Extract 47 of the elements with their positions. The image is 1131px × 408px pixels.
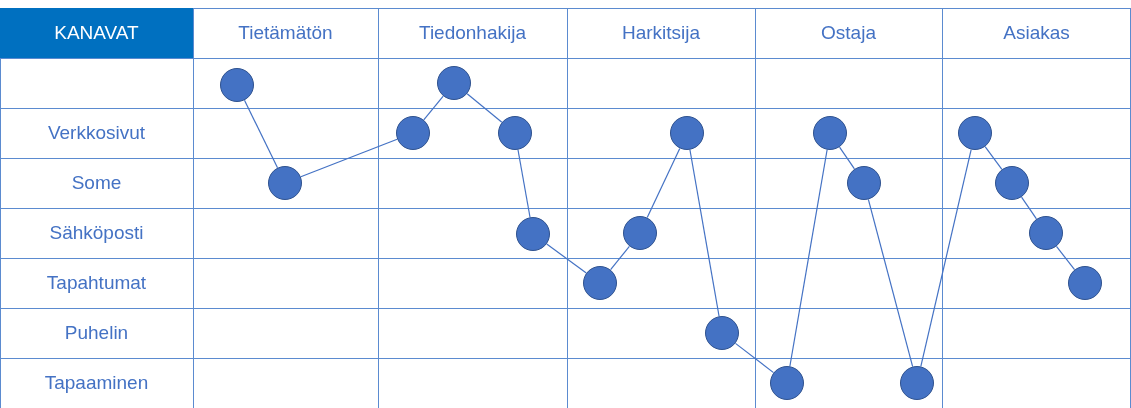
column-heading: Tiedonhakija — [419, 22, 526, 44]
journey-dot — [396, 116, 430, 150]
row-heading: Tapahtumat — [46, 272, 147, 294]
column-heading: Ostaja — [821, 22, 876, 44]
connector-line — [1055, 245, 1076, 271]
journey-dot — [670, 116, 704, 150]
journey-dot — [995, 166, 1029, 200]
connector-line — [838, 146, 856, 170]
connector-line — [1020, 196, 1038, 220]
journey-dot — [847, 166, 881, 200]
connector-line — [920, 148, 972, 368]
row-heading: Tapaaminen — [44, 372, 149, 394]
journey-dot — [623, 216, 657, 250]
connector-line — [646, 147, 681, 219]
journey-dot — [813, 116, 847, 150]
connector-line — [546, 243, 587, 274]
connector-line — [243, 99, 279, 169]
journey-dot — [705, 316, 739, 350]
column-heading: Harkitsija — [621, 22, 701, 44]
journey-dot — [770, 366, 804, 400]
connector-line — [300, 138, 398, 178]
row-heading: Sähköposti — [49, 222, 144, 244]
table-header: KANAVAT — [0, 8, 193, 58]
row-heading: Some — [71, 172, 122, 194]
journey-dot — [268, 166, 302, 200]
connector-line — [517, 149, 531, 218]
journey-dot — [516, 217, 550, 251]
journey-dot — [498, 116, 532, 150]
journey-dot — [900, 366, 934, 400]
column-heading: Asiakas — [1003, 22, 1070, 44]
journey-dot — [220, 68, 254, 102]
connector-line — [423, 95, 444, 121]
journey-dot — [583, 266, 617, 300]
journey-dot — [1029, 216, 1063, 250]
connector-line — [734, 342, 775, 374]
connector-line — [984, 146, 1003, 170]
journey-dot — [958, 116, 992, 150]
connector-line — [789, 149, 828, 367]
row-heading: Verkkosivut — [47, 122, 146, 144]
journey-dot — [1068, 266, 1102, 300]
journey-dot — [437, 66, 471, 100]
connector-line — [610, 245, 630, 271]
connector-line — [689, 149, 720, 317]
connector-line — [466, 93, 503, 123]
connector-line — [867, 198, 914, 368]
column-heading: Tietämätön — [238, 22, 333, 44]
row-heading: Puhelin — [64, 322, 129, 344]
